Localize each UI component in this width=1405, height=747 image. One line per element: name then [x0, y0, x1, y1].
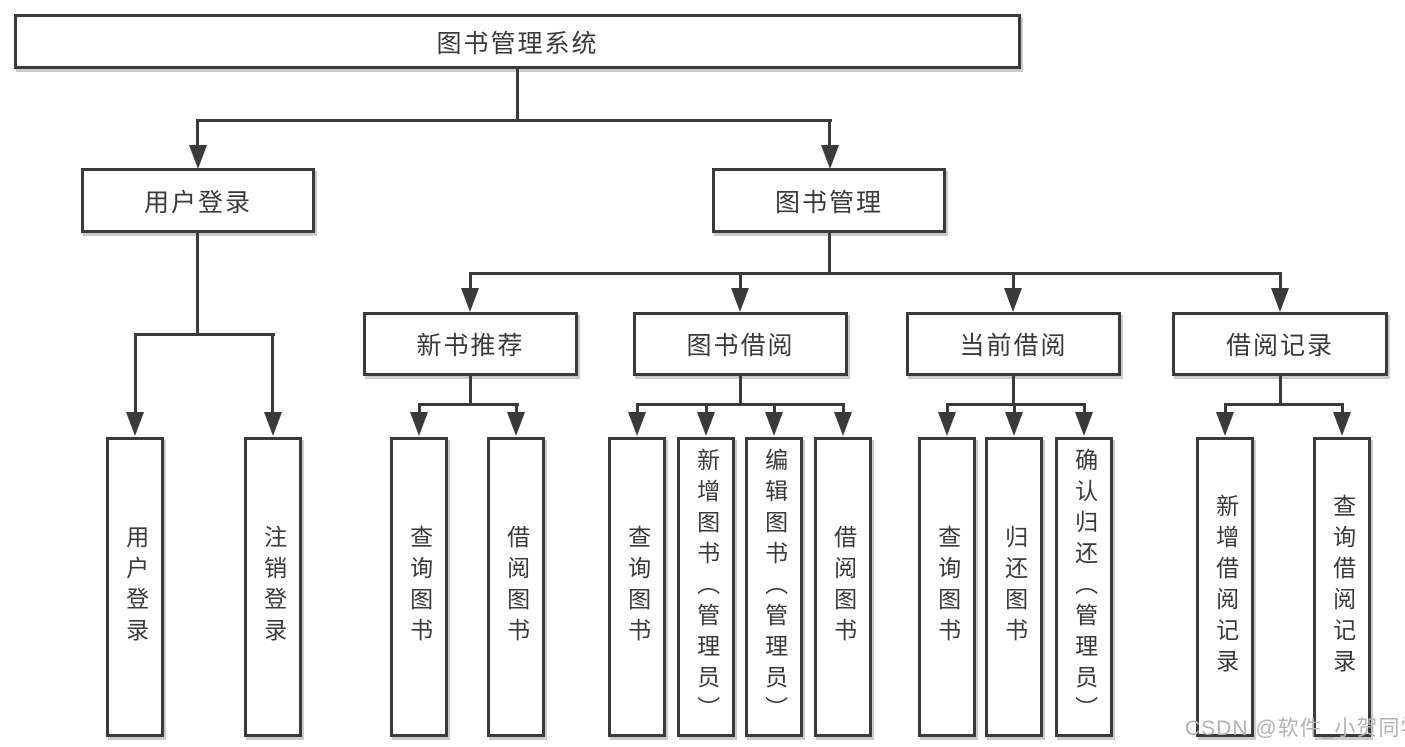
- leaf-label: 查询图书: [406, 525, 433, 649]
- leaf-label: 归还图书: [1001, 525, 1028, 649]
- connector-drop: [773, 403, 776, 414]
- connector-drop-new-book: [469, 272, 472, 290]
- leaf-borrow-add-books-admin: 新增图书（管理员）: [677, 437, 735, 737]
- node-current-borrow: 当前借阅: [906, 312, 1121, 376]
- leaf-borrow-query-books: 查询图书: [608, 437, 666, 737]
- connector-drop-user-login: [196, 119, 199, 147]
- connector-drop: [705, 403, 708, 414]
- connector-userlogin-horizontal: [134, 333, 275, 336]
- arrow-down-icon: [1216, 412, 1234, 436]
- node-label: 图书管理系统: [436, 29, 599, 58]
- arrow-down-icon: [264, 412, 282, 436]
- arrow-down-icon: [1004, 288, 1022, 312]
- connector-drop-book-borrow: [739, 272, 742, 290]
- connector-drop: [1083, 403, 1086, 414]
- connector-level1-horizontal: [196, 119, 832, 122]
- leaf-label: 查询借阅记录: [1329, 494, 1356, 680]
- connector-drop-leaf-user-login: [134, 333, 137, 414]
- arrow-down-icon: [765, 412, 783, 436]
- leaf-label: 用户登录: [122, 525, 149, 649]
- leaf-record-add-borrow-record: 新增借阅记录: [1196, 437, 1254, 737]
- connector-drop: [946, 403, 949, 414]
- leaf-label: 查询图书: [624, 525, 651, 649]
- connector-drop: [515, 403, 518, 414]
- connector-drop-borrow-record: [1279, 272, 1282, 290]
- arrow-down-icon: [1075, 412, 1093, 436]
- connector-bookborrow-horizontal: [636, 403, 845, 406]
- arrow-down-icon: [821, 145, 839, 169]
- leaf-label: 借阅图书: [503, 525, 530, 649]
- connector-newbook-horizontal: [418, 403, 519, 406]
- arrow-down-icon: [410, 412, 428, 436]
- connector-bookmgmt-stem: [828, 231, 831, 275]
- connector-drop: [1224, 403, 1227, 414]
- connector-drop: [1013, 403, 1016, 414]
- leaf-record-query-borrow-record: 查询借阅记录: [1313, 437, 1371, 737]
- leaf-current-confirm-return-admin: 确认归还（管理员）: [1055, 437, 1113, 737]
- node-new-book-recommend: 新书推荐: [363, 312, 578, 376]
- arrow-down-icon: [1333, 412, 1351, 436]
- node-book-management: 图书管理: [712, 168, 946, 233]
- connector-currentborrow-horizontal: [946, 403, 1086, 406]
- connector-userlogin-stem: [196, 231, 199, 336]
- connector-bookborrow-stem: [739, 375, 742, 406]
- leaf-label: 新增图书（管理员）: [693, 447, 720, 727]
- connector-drop-book-management: [828, 119, 831, 147]
- node-label: 用户登录: [143, 188, 252, 217]
- node-book-borrow: 图书借阅: [633, 312, 848, 376]
- arrow-down-icon: [1005, 412, 1023, 436]
- connector-newbook-stem: [469, 375, 472, 406]
- connector-borrowrecord-stem: [1279, 375, 1282, 406]
- node-label: 新书推荐: [416, 332, 525, 360]
- connector-drop-leaf-logout: [271, 333, 274, 414]
- node-borrow-record: 借阅记录: [1172, 312, 1388, 376]
- leaf-newbook-query-books: 查询图书: [390, 437, 448, 737]
- connector-drop: [1341, 403, 1344, 414]
- node-library-management-system: 图书管理系统: [14, 14, 1021, 69]
- leaf-borrow-edit-books-admin: 编辑图书（管理员）: [745, 437, 803, 737]
- connector-borrowrecord-horizontal: [1224, 403, 1344, 406]
- arrow-down-icon: [461, 288, 479, 312]
- leaf-current-query-books: 查询图书: [918, 437, 976, 737]
- connector-root-stem: [516, 68, 519, 122]
- leaf-label: 注销登录: [260, 525, 287, 649]
- connector-level2-horizontal: [469, 272, 1282, 275]
- node-label: 图书借阅: [686, 332, 795, 360]
- connector-drop: [418, 403, 421, 414]
- leaf-logout: 注销登录: [244, 437, 302, 737]
- arrow-down-icon: [1271, 288, 1289, 312]
- leaf-user-login: 用户登录: [106, 437, 164, 737]
- arrow-down-icon: [834, 412, 852, 436]
- leaf-label: 编辑图书（管理员）: [761, 447, 788, 727]
- connector-drop: [842, 403, 845, 414]
- connector-drop: [636, 403, 639, 414]
- leaf-label: 确认归还（管理员）: [1071, 447, 1098, 727]
- leaf-current-return-books: 归还图书: [985, 437, 1043, 737]
- arrow-down-icon: [507, 412, 525, 436]
- leaf-label: 新增借阅记录: [1212, 494, 1239, 680]
- arrow-down-icon: [938, 412, 956, 436]
- node-user-login: 用户登录: [81, 168, 315, 233]
- leaf-label: 借阅图书: [830, 525, 857, 649]
- node-label: 当前借阅: [959, 332, 1068, 360]
- leaf-borrow-borrow-books: 借阅图书: [814, 437, 872, 737]
- connector-drop-current-borrow: [1012, 272, 1015, 290]
- arrow-down-icon: [126, 412, 144, 436]
- leaf-newbook-borrow-books: 借阅图书: [487, 437, 545, 737]
- arrow-down-icon: [628, 412, 646, 436]
- arrow-down-icon: [189, 145, 207, 169]
- node-label: 图书管理: [774, 188, 883, 217]
- arrow-down-icon: [697, 412, 715, 436]
- arrow-down-icon: [731, 288, 749, 312]
- csdn-watermark: CSDN @软件_小贺同学: [1185, 717, 1405, 740]
- connector-currentborrow-stem: [1012, 375, 1015, 406]
- leaf-label: 查询图书: [934, 525, 961, 649]
- node-label: 借阅记录: [1225, 332, 1334, 360]
